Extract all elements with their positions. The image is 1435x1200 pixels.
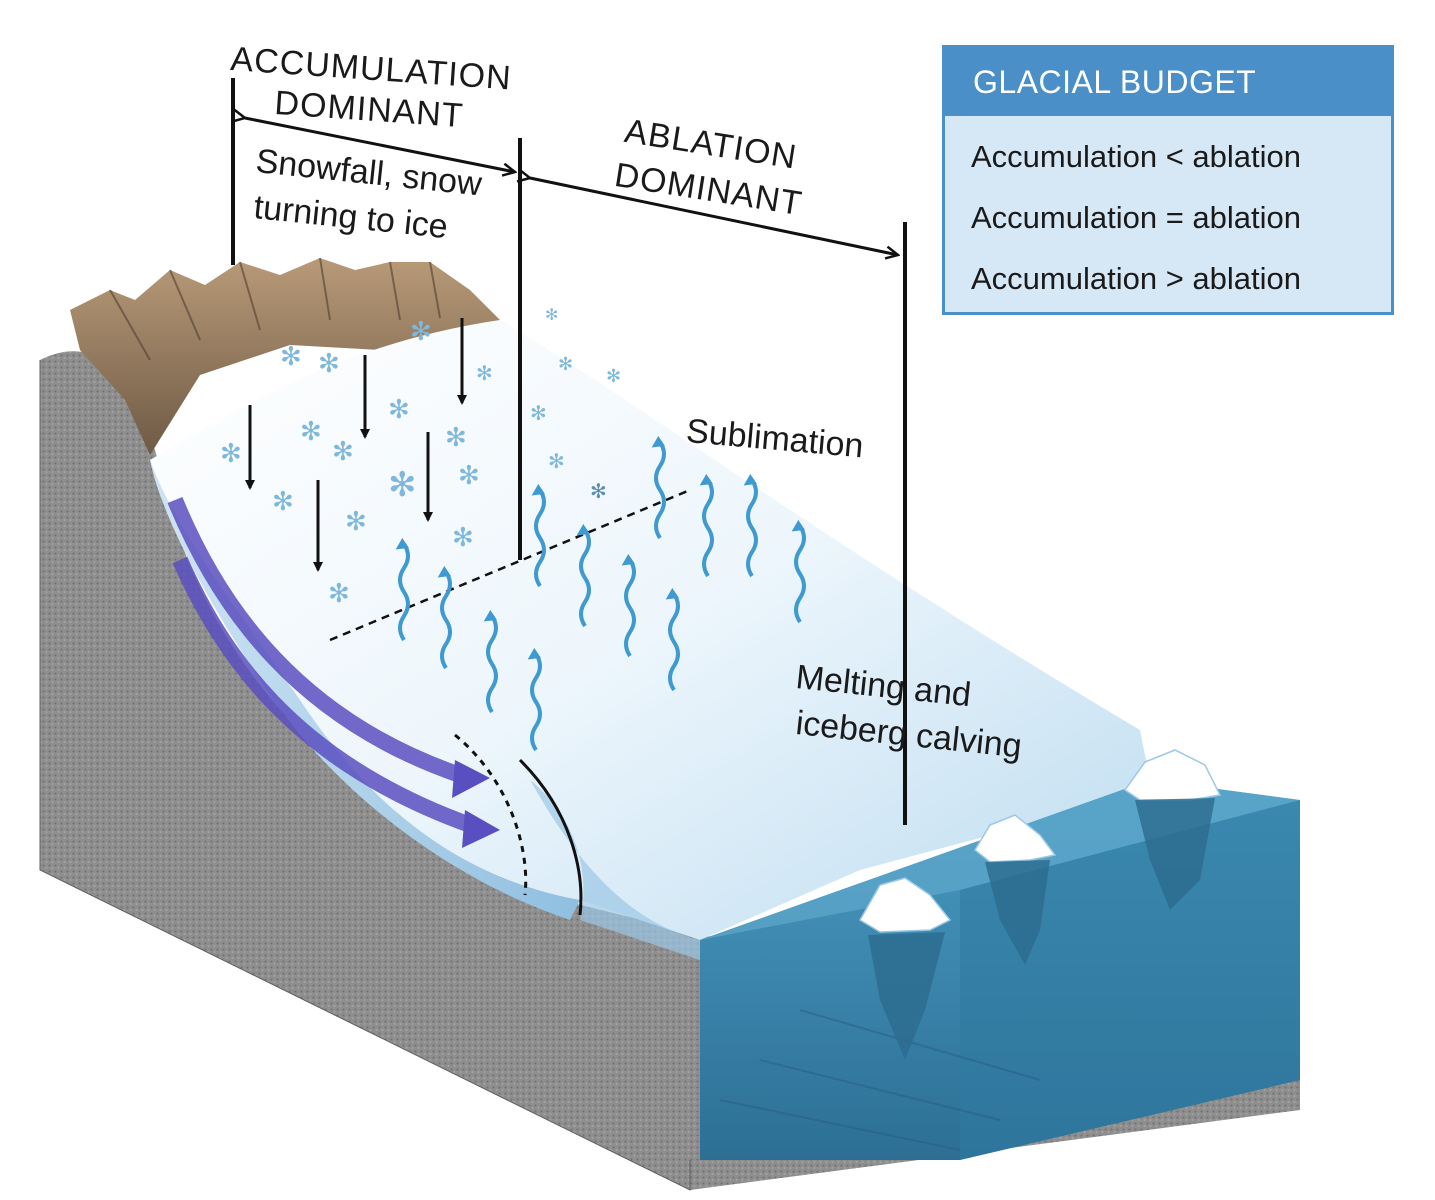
svg-text:✻: ✻: [590, 479, 607, 503]
iceberg-1: [858, 877, 952, 1060]
svg-text:✻: ✻: [272, 487, 294, 517]
ablation-span-arrow: [530, 178, 898, 255]
svg-text:✻: ✻: [300, 417, 322, 447]
iceberg-2: [974, 814, 1057, 965]
svg-text:✻: ✻: [388, 395, 410, 425]
svg-text:✻: ✻: [530, 401, 547, 425]
svg-text:✻: ✻: [318, 349, 340, 379]
water-body: [700, 780, 1300, 1160]
svg-text:✻: ✻: [558, 354, 573, 375]
svg-text:✻: ✻: [280, 342, 302, 372]
svg-text:✻: ✻: [220, 439, 242, 469]
ice-flow-arrows: [167, 496, 500, 848]
svg-text:✻: ✻: [410, 317, 432, 347]
svg-text:✻: ✻: [545, 305, 558, 324]
budget-row-positive: Accumulation > ablation: [971, 261, 1302, 296]
glacial-budget-legend: GLACIAL BUDGET Accumulation < ablation A…: [942, 45, 1394, 315]
vapor-arrows: [395, 435, 806, 752]
bedrock-block: [39, 351, 1300, 1191]
svg-text:✻: ✻: [328, 579, 350, 609]
svg-text:✻: ✻: [452, 523, 474, 553]
svg-text:✻: ✻: [388, 465, 417, 505]
budget-row-equilibrium: Accumulation = ablation: [971, 200, 1302, 235]
svg-text:✻: ✻: [332, 437, 354, 467]
snowflakes: ✻ ✻ ✻ ✻ ✻ ✻ ✻ ✻ ✻ ✻ ✻ ✻ ✻ ✻ ✻ ✻ ✻ ✻ ✻ ✻ …: [208, 305, 621, 609]
svg-text:✻: ✻: [548, 449, 565, 473]
svg-text:✻: ✻: [606, 366, 621, 387]
equilibrium-line: [329, 488, 691, 642]
iceberg-3: [1123, 749, 1222, 910]
accumulation-span-arrow: [245, 118, 515, 172]
svg-text:✻: ✻: [458, 461, 480, 491]
terminus-line-dotted: [454, 733, 528, 896]
glacial-budget-title: GLACIAL BUDGET: [945, 48, 1391, 116]
svg-text:✻: ✻: [208, 385, 230, 415]
svg-text:✻: ✻: [345, 507, 367, 537]
budget-row-negative: Accumulation < ablation: [971, 139, 1302, 174]
mountain-peaks: [70, 257, 505, 455]
terminus-line-solid: [518, 758, 583, 916]
svg-text:✻: ✻: [476, 361, 493, 385]
snowfall-arrows: [245, 318, 467, 572]
svg-text:✻: ✻: [445, 423, 467, 453]
